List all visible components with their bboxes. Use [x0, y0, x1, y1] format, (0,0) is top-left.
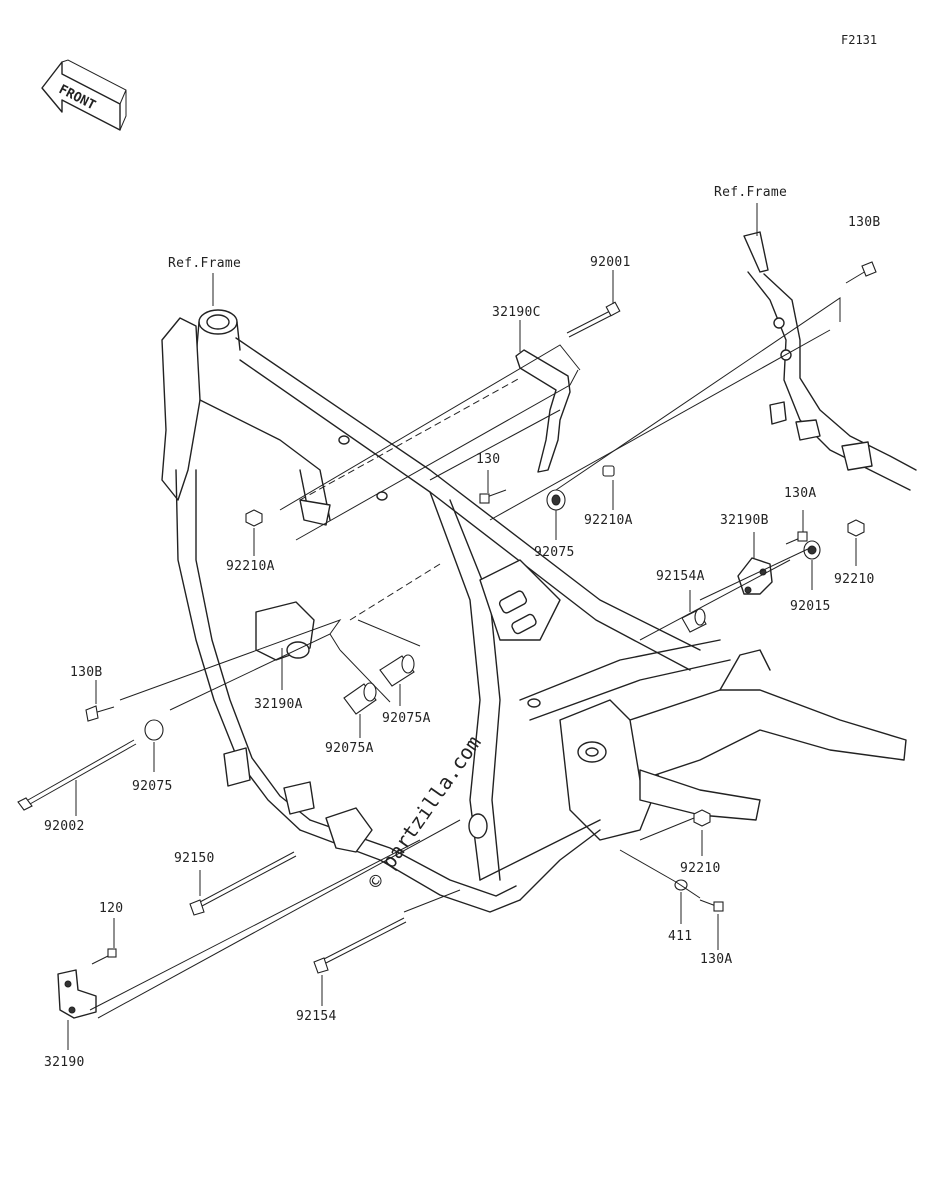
- ref-frame-label-right: Ref.Frame: [714, 185, 787, 200]
- callout-92075A-right: 92075A: [382, 711, 431, 726]
- callout-411: 411: [668, 929, 692, 944]
- callout-32190A: 32190A: [254, 697, 303, 712]
- part-130B-bolt-left: [85, 705, 115, 722]
- callout-92001: 92001: [590, 255, 631, 270]
- part-92210-nut-bottom: [693, 809, 711, 827]
- part-32190B-bracket: [737, 557, 773, 595]
- callout-92154A: 92154A: [656, 569, 705, 584]
- part-92015-collar: [803, 540, 821, 560]
- part-130-bolt: [479, 489, 507, 504]
- leader-lines: [67, 203, 857, 1050]
- part-32190C-bracket: [515, 349, 571, 473]
- callout-120: 120: [99, 901, 123, 916]
- callout-32190B: 32190B: [720, 513, 769, 528]
- callout-92002: 92002: [44, 819, 85, 834]
- part-92154-bolt: [313, 917, 407, 974]
- callout-130B-right: 130B: [848, 215, 881, 230]
- part-92075A-collar-left: [343, 682, 377, 715]
- callout-130: 130: [476, 452, 500, 467]
- ref-frame-rear-drawing: [743, 231, 917, 491]
- front-arrow-icon: FRONT: [41, 59, 127, 131]
- part-92075A-collar-right: [379, 654, 415, 687]
- callout-92154: 92154: [296, 1009, 337, 1024]
- part-130A-bolt-bottom: [699, 899, 724, 912]
- part-130A-bolt-top: [785, 531, 808, 545]
- callout-92210A-left: 92210A: [226, 559, 275, 574]
- part-92075-washer-top: [546, 489, 566, 511]
- callout-92210A-top: 92210A: [584, 513, 633, 528]
- callout-130A-top: 130A: [784, 486, 817, 501]
- callout-130A-bottom: 130A: [700, 952, 733, 967]
- ref-frame-label-left: Ref.Frame: [168, 256, 241, 271]
- callout-130B-left: 130B: [70, 665, 103, 680]
- callout-92015: 92015: [790, 599, 831, 614]
- callout-labels: 92001 32190C 130B 130 92210A 92075 92210…: [44, 215, 881, 1070]
- part-120-screw: [91, 948, 117, 965]
- part-92210A-nut-top: [602, 465, 615, 477]
- part-92210A-nut-left: [245, 509, 263, 527]
- part-92210-nut-right: [847, 519, 865, 537]
- callout-92210-bottom: 92210: [680, 861, 721, 876]
- callout-92150: 92150: [174, 851, 215, 866]
- part-32190-bracket: [57, 969, 97, 1019]
- part-92075-washer-left: [144, 719, 164, 741]
- callout-32190: 32190: [44, 1055, 85, 1070]
- part-130B-bolt-right: [845, 261, 877, 284]
- watermark: © partzilla.com: [362, 731, 485, 893]
- part-92001-bolt: [566, 301, 621, 338]
- callout-92210-right: 92210: [834, 572, 875, 587]
- callout-92075-top: 92075: [534, 545, 575, 560]
- part-92154A-collar: [681, 608, 707, 633]
- figure-code: F2131: [841, 33, 877, 47]
- part-92150-bolt: [189, 851, 297, 916]
- callout-32190C: 32190C: [492, 305, 541, 320]
- part-92002-bolt: [17, 739, 137, 811]
- callout-92075A-left: 92075A: [325, 741, 374, 756]
- callout-92075-left: 92075: [132, 779, 173, 794]
- main-frame-drawing: [161, 309, 907, 913]
